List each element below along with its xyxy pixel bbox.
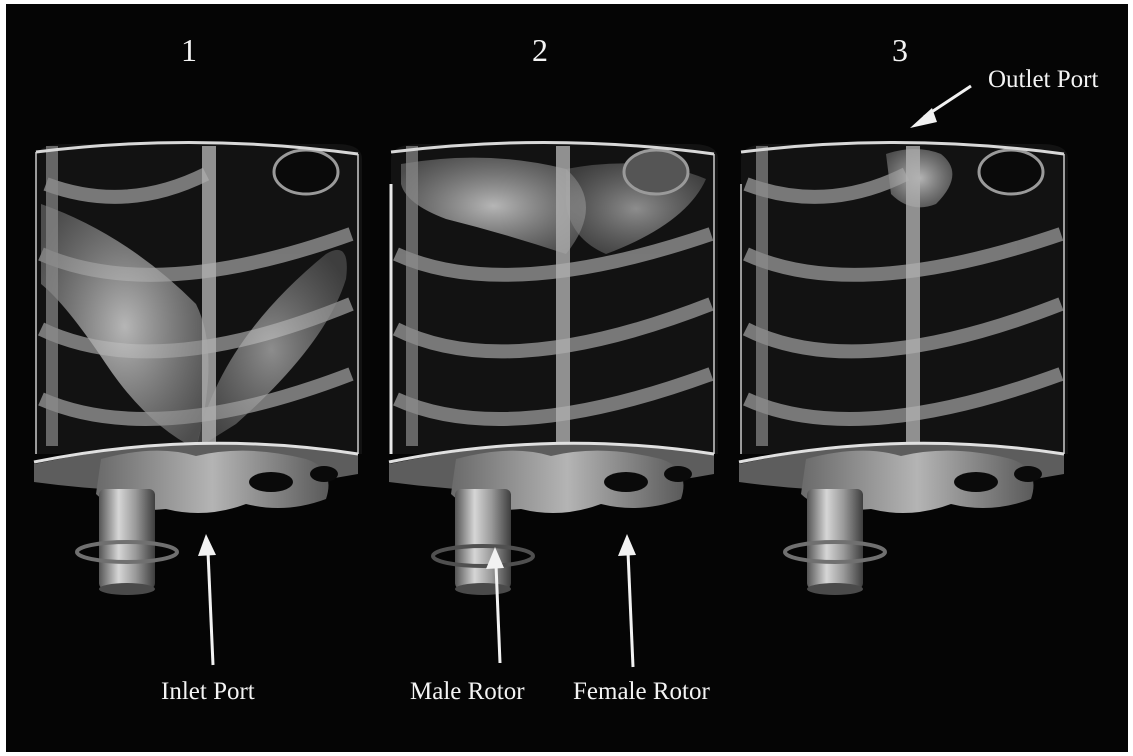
stage-number-2: 2 <box>532 34 548 66</box>
male-rotor-shaft-2 <box>455 489 511 589</box>
rotor-illustration <box>6 4 1128 752</box>
inlet-port-arrow <box>198 534 216 665</box>
male-rotor-label: Male Rotor <box>410 679 525 704</box>
outlet-port-label: Outlet Port <box>988 67 1098 92</box>
outlet-port-arrow <box>910 86 971 128</box>
compressor-1 <box>34 142 362 595</box>
screw-compressor-figure: 1 2 3 Outlet Port Inlet Port Male Rotor … <box>6 4 1128 752</box>
compressor-2 <box>389 142 718 595</box>
male-rotor-shaft-3 <box>807 489 863 589</box>
inlet-port-label: Inlet Port <box>161 679 255 704</box>
female-rotor-label: Female Rotor <box>573 679 710 704</box>
stage-number-3: 3 <box>892 34 908 66</box>
compressor-3 <box>739 142 1068 595</box>
male-rotor-arrow <box>486 547 504 663</box>
stage-number-1: 1 <box>181 34 197 66</box>
male-rotor-shaft-1 <box>99 489 155 589</box>
female-rotor-arrow <box>618 534 636 667</box>
